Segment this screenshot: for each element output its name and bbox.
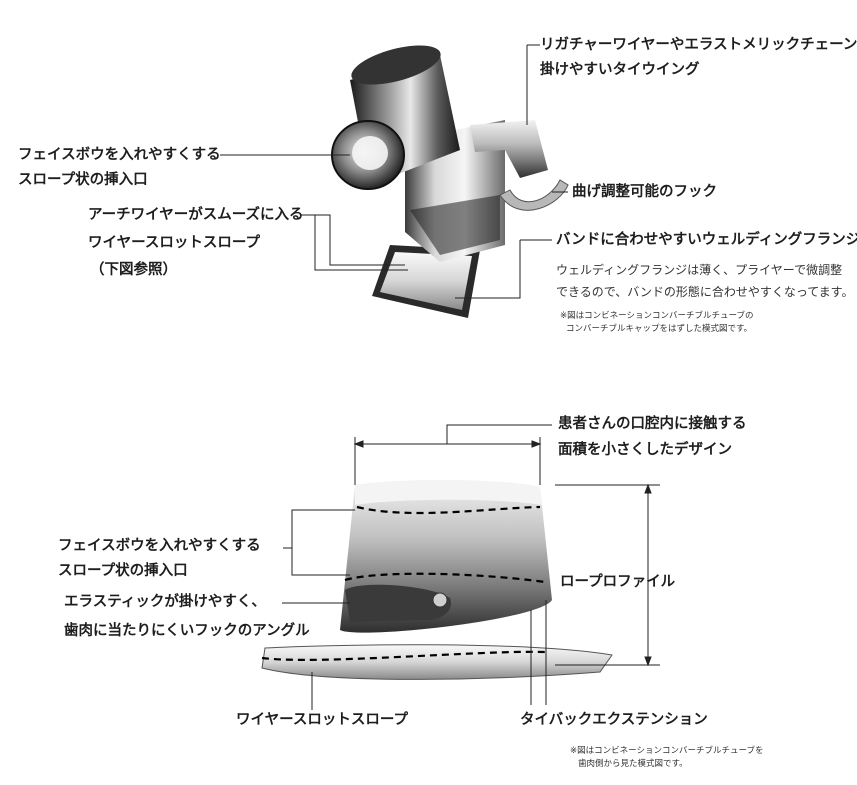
- band-plate-shape: [261, 644, 613, 680]
- dashed-entry-slope-lower: [344, 572, 546, 584]
- label-top-note-line2: コンバーチブルキャップをはずした模式図です。: [566, 324, 753, 334]
- hook-shape: [499, 179, 569, 211]
- label-tieback-extension: タイバックエクステンション: [520, 712, 708, 728]
- label-contact-area-line2: 面積を小さくしたデザイン: [558, 442, 732, 458]
- leader-lines: [220, 44, 660, 710]
- leader-facebow-bottom: [283, 509, 355, 549]
- label-flange-title: バンドに合わせやすいウェルディングフランジ: [556, 232, 857, 248]
- label-tie-wing-line2: 掛けやすいタイウイング: [540, 62, 700, 78]
- tie-wing-shape: [470, 120, 548, 178]
- dashed-wire-slot-slope: [261, 650, 546, 661]
- label-facebow-entry-bottom-line2: スロープ状の挿入口: [58, 563, 188, 579]
- leader-contact-area: [446, 424, 552, 444]
- label-archwire-line1: アーチワイヤーがスムーズに入る: [88, 207, 304, 223]
- hook-side-shape: [345, 584, 451, 622]
- label-bottom-note-line1: ※図はコンビネーションコンバーチブルチューブを: [570, 746, 764, 756]
- dashed-contours: [261, 505, 546, 661]
- label-wire-slot-slope: ワイヤースロットスロープ: [236, 712, 408, 728]
- label-hook-angle-line2: 歯肉に当たりにくいフックのアングル: [64, 623, 310, 639]
- label-flange-desc2: できるので、バンドの形態に合わせやすくなってます。: [556, 285, 854, 299]
- top-tube-illustration: [331, 45, 569, 318]
- label-hook: 曲げ調整可能のフック: [572, 184, 717, 200]
- label-low-profile: ロープロファイル: [560, 574, 676, 590]
- label-contact-area-line1: 患者さんの口腔内に接触する: [558, 416, 747, 432]
- label-top-note-line1: ※図はコンビネーションコンバーチブルチューブの: [560, 311, 754, 321]
- label-archwire-line2: ワイヤースロットスロープ: [88, 235, 260, 251]
- label-flange-desc1: ウェルディングフランジは薄く、プライヤーで微調整: [556, 263, 843, 277]
- label-bottom-note-line2: 歯肉側から見た模式図です。: [578, 759, 688, 769]
- label-facebow-entry-line2: スロープ状の挿入口: [18, 172, 148, 188]
- bottom-tube-illustration: [261, 479, 613, 680]
- label-hook-angle-line1: エラスティックが掛けやすく、: [64, 594, 266, 610]
- label-archwire-line3: （下図参照）: [90, 262, 177, 278]
- label-facebow-entry-line1: フェイスボウを入れやすくする: [18, 147, 221, 163]
- label-tie-wing-line1: リガチャーワイヤーやエラストメリックチェーンを: [540, 37, 857, 53]
- label-facebow-entry-bottom-line1: フェイスボウを入れやすくする: [58, 538, 261, 554]
- leader-flange: [455, 240, 521, 299]
